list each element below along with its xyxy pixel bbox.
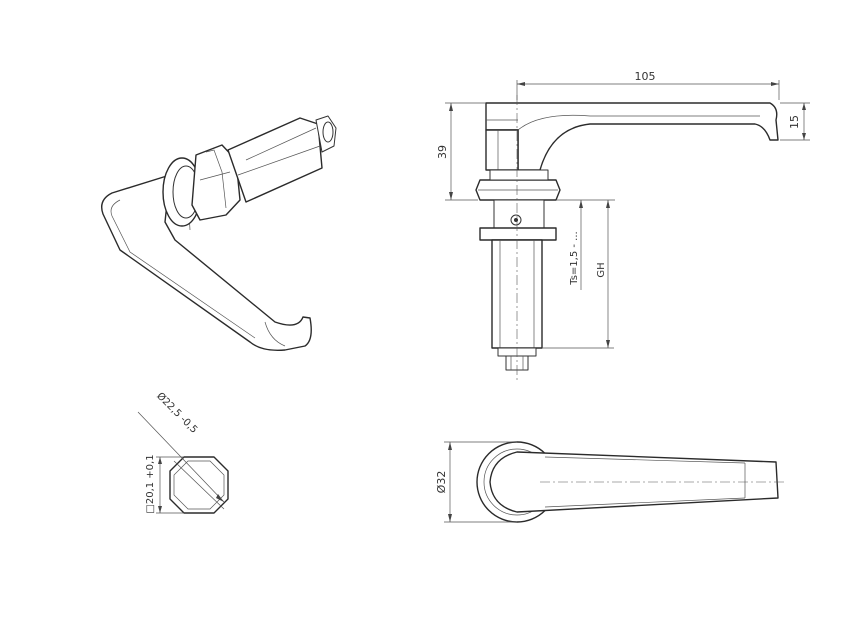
length-label: 105 xyxy=(635,70,656,83)
dimension-gh: GH xyxy=(542,200,614,349)
isometric-view xyxy=(100,115,337,352)
dimension-height: 39 xyxy=(436,102,486,201)
height-label: 39 xyxy=(436,145,449,159)
dimension-ts: Ts=1,5 - ... xyxy=(556,199,615,290)
diagonal-label: Ø22,5 -0,5 xyxy=(154,390,200,436)
square-section-view: Ø22,5 -0,5 □20,1 +0,1 xyxy=(137,390,229,514)
square-side-label: □20,1 +0,1 xyxy=(145,454,156,513)
rose-diameter-label: Ø32 xyxy=(435,471,448,494)
ts-label: Ts=1,5 - ... xyxy=(569,231,580,285)
dimension-tip: 15 xyxy=(780,102,810,141)
gh-label: GH xyxy=(596,262,607,277)
dimension-length: 105 xyxy=(516,70,780,100)
tip-label: 15 xyxy=(788,115,801,129)
side-view xyxy=(475,95,779,380)
top-view: Ø32 xyxy=(435,441,785,523)
